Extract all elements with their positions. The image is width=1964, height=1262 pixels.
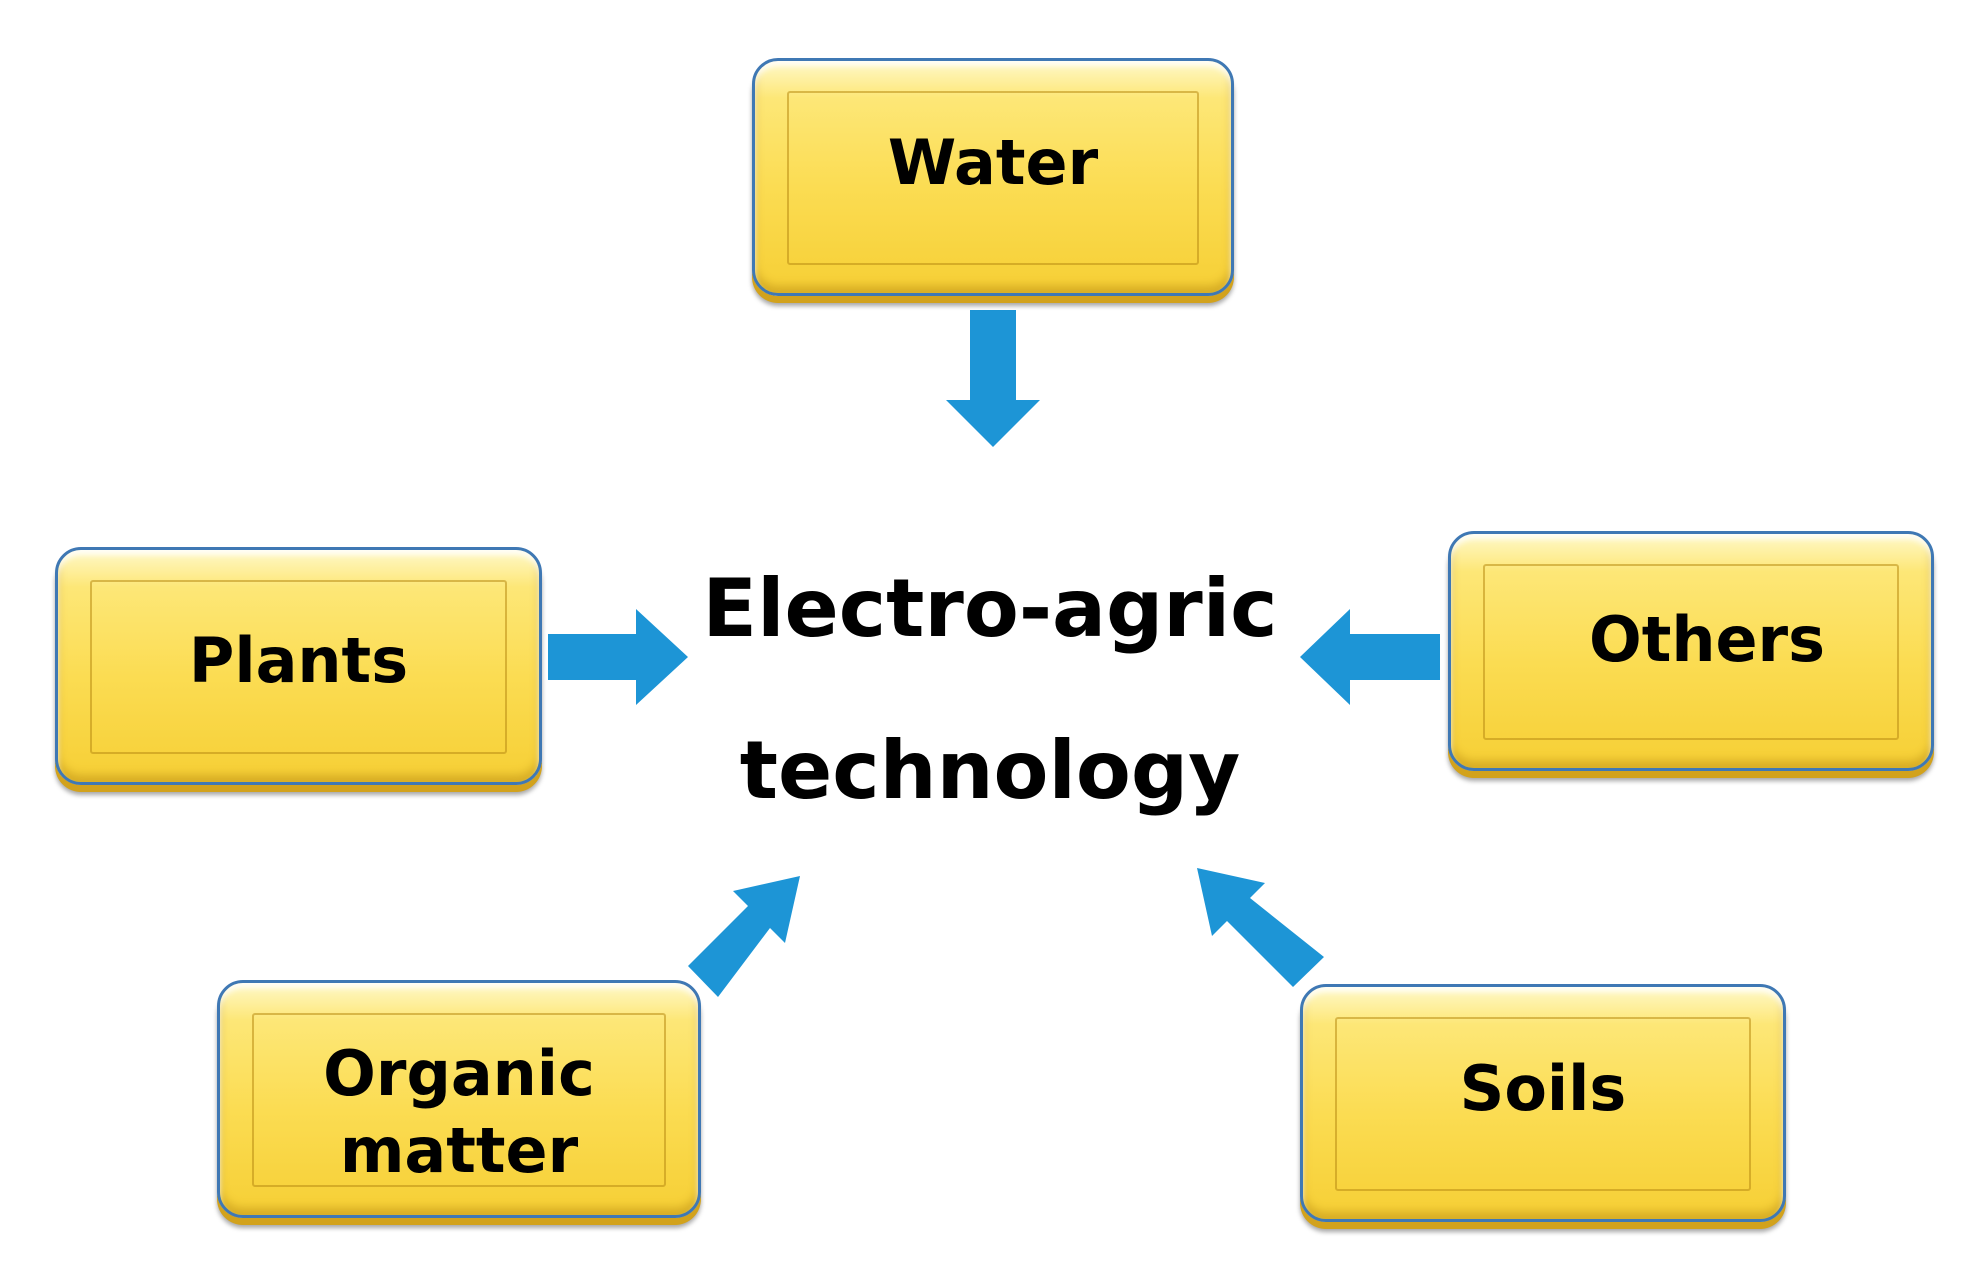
node-organic-matter: Organic matter	[217, 980, 701, 1218]
arrow-water-to-center	[946, 310, 1040, 447]
node-plants-label: Plants	[188, 623, 409, 697]
node-water: Water	[752, 58, 1234, 296]
node-others: Others	[1448, 531, 1934, 771]
node-soils-label: Soils	[1459, 1051, 1627, 1125]
node-organic-matter-label: Organic matter	[323, 1036, 595, 1188]
node-water-label: Water	[887, 125, 1099, 199]
center-title: Electro-agric technology	[702, 562, 1278, 817]
arrow-organic-to-center	[688, 876, 800, 997]
node-plants: Plants	[55, 547, 542, 785]
arrow-others-to-center	[1300, 609, 1440, 705]
node-others-label: Others	[1589, 602, 1826, 676]
arrow-soils-to-center	[1197, 868, 1324, 987]
node-soils: Soils	[1300, 984, 1786, 1222]
arrow-plants-to-center	[548, 609, 688, 705]
